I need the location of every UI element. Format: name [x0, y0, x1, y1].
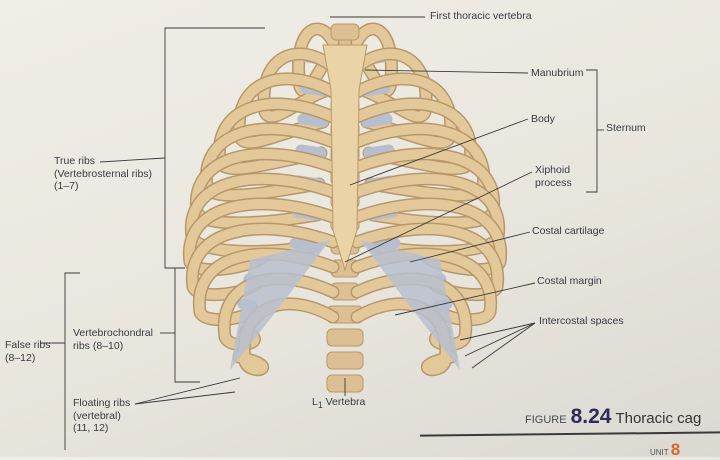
label-vertebrochondral-ribs: Vertebrochondral ribs (8–10)	[73, 327, 153, 352]
label-subscript: 1	[317, 400, 323, 411]
costal-cartilage	[361, 113, 393, 128]
label-costal-margin: Costal margin	[537, 275, 602, 287]
label-line: Floating ribs	[73, 397, 131, 409]
leader-line	[134, 377, 241, 405]
label-true-ribs: True ribs (Vertebrosternal ribs) (1–7)	[54, 155, 152, 193]
leader-line	[409, 231, 531, 263]
label-line: ribs (8–10)	[73, 339, 124, 352]
leader-line	[99, 157, 166, 163]
leader-line	[344, 171, 533, 263]
vertebra	[326, 328, 364, 347]
rib	[234, 298, 338, 375]
label-line: (Vertebrosternal ribs)	[54, 167, 153, 180]
costal-margin-cartilage	[230, 240, 330, 370]
unit-number: 8	[670, 440, 681, 459]
label-floating-ribs: Floating ribs (vertebral) (11, 12)	[73, 397, 130, 435]
label-line: process	[535, 176, 572, 189]
rib	[352, 298, 456, 375]
leader-line	[349, 118, 529, 186]
label-part: L	[312, 396, 318, 408]
bracket	[164, 27, 265, 269]
costal-cartilage	[297, 113, 329, 128]
unit-label: UNIT	[650, 448, 669, 457]
label-false-ribs: False ribs (8–12)	[5, 339, 51, 364]
vertebra	[326, 351, 364, 370]
costal-cartilage	[295, 144, 327, 159]
rib	[352, 199, 506, 275]
figure-title: Thoracic cag	[615, 410, 702, 427]
leader-line	[134, 391, 236, 405]
label-body: Body	[531, 113, 555, 125]
figure-prefix: FIGURE	[525, 414, 567, 426]
unit-tab: UNIT 8	[650, 440, 680, 460]
label-line: (1–7)	[54, 180, 79, 192]
label-line: (11, 12)	[73, 422, 109, 434]
label-line: False ribs	[5, 339, 51, 351]
label-manubrium: Manubrium	[531, 67, 584, 79]
rib	[352, 99, 476, 174]
label-l1-vertebra: L1 Vertebra	[312, 396, 365, 412]
leader-line	[459, 322, 536, 341]
figure-number: 8.24	[570, 405, 612, 428]
rib	[184, 199, 338, 275]
label-first-thoracic-vertebra: First thoracic vertebra	[430, 10, 532, 22]
label-line: Vertebrochondral	[73, 327, 153, 339]
leader-line	[364, 69, 529, 74]
label-intercostal-spaces: Intercostal spaces	[539, 315, 624, 327]
label-line: (vertebral)	[73, 409, 121, 422]
label-line: Xiphoid	[535, 164, 571, 176]
costal-cartilage	[363, 144, 395, 159]
label-line: True ribs	[54, 155, 96, 167]
label-costal-cartilage: Costal cartilage	[532, 225, 605, 237]
label-xiphoid-process: Xiphoid process	[535, 164, 572, 189]
leader-line	[471, 322, 536, 369]
leader-line	[394, 282, 536, 316]
rib	[214, 99, 338, 174]
bracket	[64, 272, 80, 450]
costal-margin-cartilage	[360, 240, 460, 370]
bracket	[174, 267, 200, 383]
leader-line	[464, 322, 536, 357]
bracket	[586, 69, 598, 193]
label-line: (8–12)	[5, 351, 36, 364]
label-sternum: Sternum	[606, 122, 646, 134]
sternum	[322, 44, 368, 272]
label-part: Vertebra	[322, 396, 366, 408]
first-thoracic-vertebra	[330, 23, 360, 41]
